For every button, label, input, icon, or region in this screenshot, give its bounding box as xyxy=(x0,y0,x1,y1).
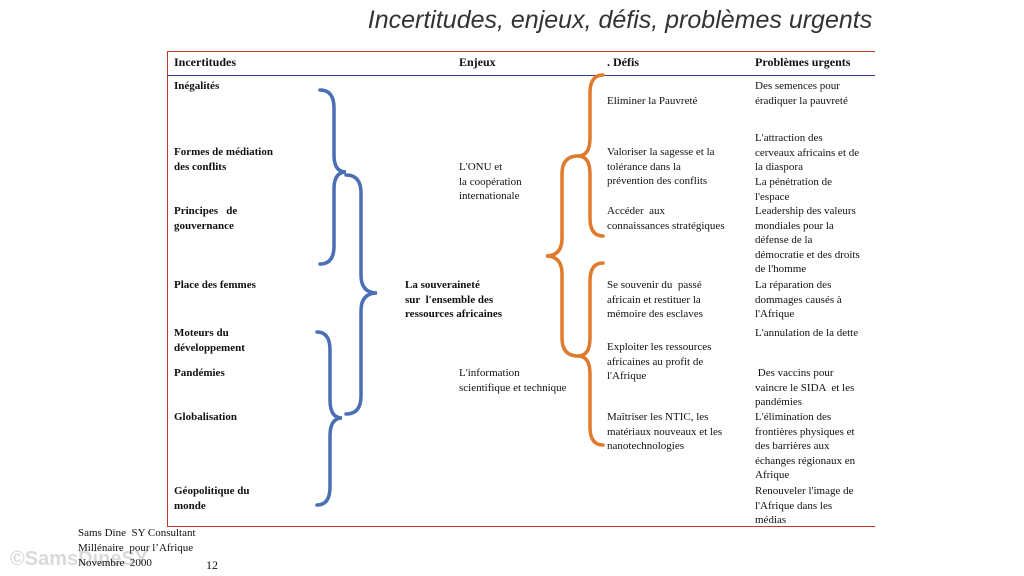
defi-item: Valoriser la sagesse et la tolérance dan… xyxy=(607,146,715,187)
enjeu-item: L'ONU et la coopération internationale xyxy=(459,161,522,202)
frame-left-border xyxy=(167,51,168,527)
orange-brace-lower xyxy=(577,261,605,447)
header-incertitudes: Incertitudes xyxy=(174,55,236,69)
slide-title: Incertitudes, enjeux, défis, problèmes u… xyxy=(367,6,873,34)
frame-bottom-border xyxy=(167,526,875,527)
frame-top-border xyxy=(167,51,875,52)
enjeu-central: La souveraineté sur l'ensemble des resso… xyxy=(405,279,503,320)
probleme-item: Des vaccins pour vaincre le SIDA et les … xyxy=(755,367,855,408)
probleme-item: La pénétration de l'espace xyxy=(755,176,832,203)
orange-brace-center xyxy=(545,154,580,358)
defi-item: Se souvenir du passé africain et restitu… xyxy=(607,279,703,320)
probleme-item: Renouveler l'image de l'Afrique dans les… xyxy=(755,485,854,526)
incertitude-item: Inégalités xyxy=(174,80,220,92)
probleme-item: L'attraction des cerveaux africains et d… xyxy=(755,132,860,173)
probleme-item: La réparation des dommages causés à l'Af… xyxy=(755,279,842,320)
defi-item: Maîtriser les NTIC, les matériaux nouvea… xyxy=(607,411,723,452)
watermark: ©SamsDineSY xyxy=(10,548,149,570)
blue-brace-lower xyxy=(315,330,343,507)
header-problemes: Problèmes urgents xyxy=(755,55,851,69)
enjeu-item: L'information scientifique et technique xyxy=(459,367,567,394)
defi-item: Eliminer la Pauvreté xyxy=(607,95,698,107)
incertitude-item: Principes de gouvernance xyxy=(174,205,238,232)
incertitude-item: Moteurs du développement xyxy=(174,327,245,354)
blue-brace-upper xyxy=(318,88,347,266)
header-defis: . Défis xyxy=(607,55,639,69)
defi-item: Exploiter les ressources africaines au p… xyxy=(607,341,712,382)
table-frame xyxy=(167,51,875,527)
probleme-item: L'élimination des frontières physiques e… xyxy=(755,411,856,481)
probleme-item: Des semences pour éradiquer la pauvreté xyxy=(755,80,848,107)
probleme-item: L'annulation de la dette xyxy=(755,327,859,339)
orange-brace-upper xyxy=(577,73,605,238)
incertitude-item: Place des femmes xyxy=(174,279,256,291)
incertitude-item: Globalisation xyxy=(174,411,237,423)
incertitude-item: Pandémies xyxy=(174,367,225,379)
incertitude-item: Géopolitique du monde xyxy=(174,485,250,512)
header-enjeux: Enjeux xyxy=(459,55,496,69)
header-underline xyxy=(167,75,875,76)
page-number: 12 xyxy=(206,558,218,572)
probleme-item: Leadership des valeurs mondiales pour la… xyxy=(755,205,860,275)
footer-credit: Sams Dine SY Consultant Millénaire pour … xyxy=(78,527,196,569)
incertitude-item: Formes de médiation des conflits xyxy=(174,146,273,173)
blue-brace-middle xyxy=(344,173,378,416)
defi-item: Accéder aux connaissances stratégiques xyxy=(607,205,725,232)
